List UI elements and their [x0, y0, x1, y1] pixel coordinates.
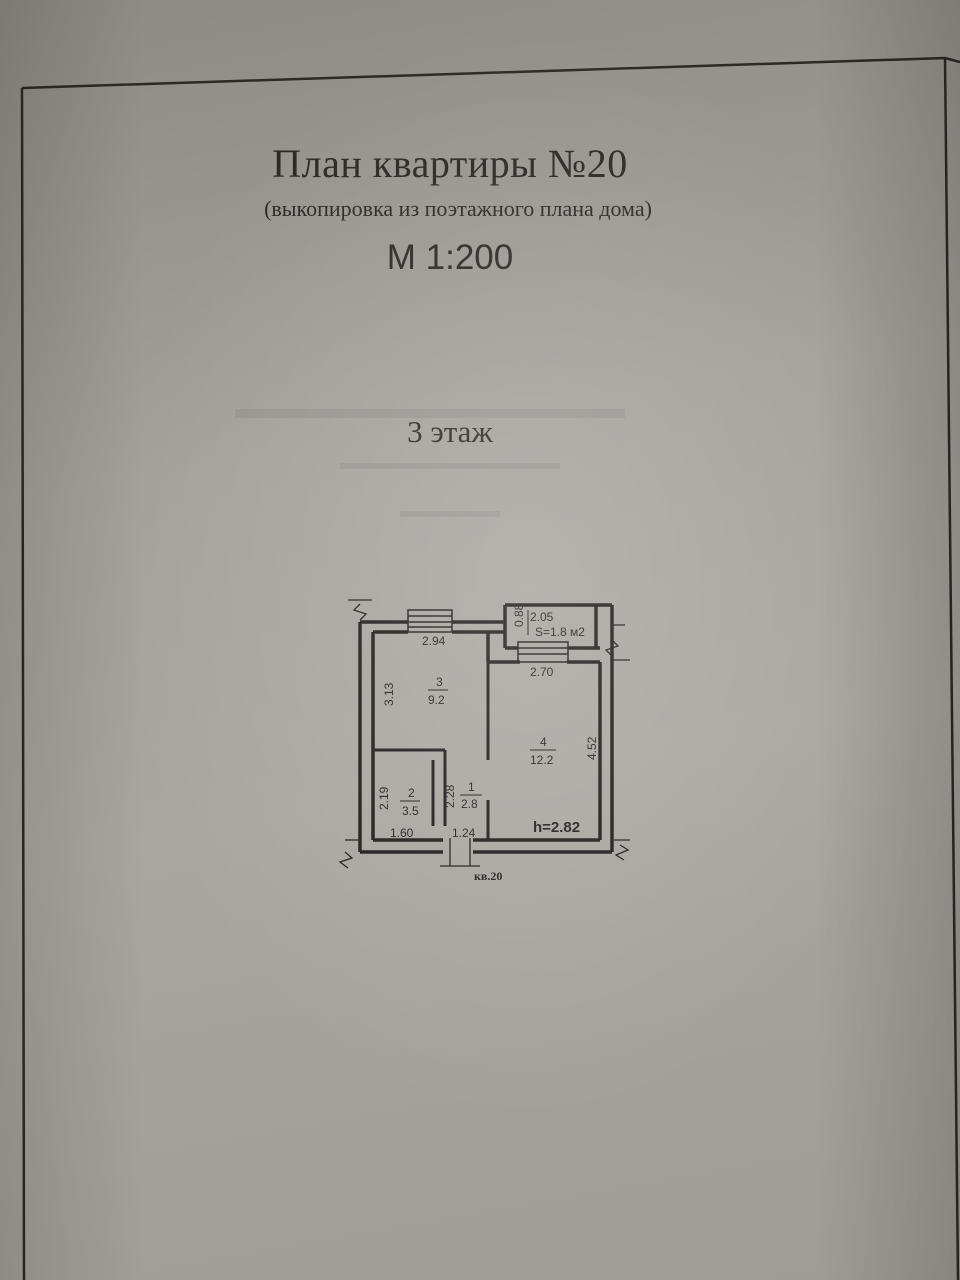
dim-room4-width: 2.70 [530, 665, 554, 679]
room-area: 3.5 [402, 804, 419, 818]
dim-room2-height: 2.19 [377, 786, 391, 810]
dim-corridor-height: 2.28 [443, 784, 457, 808]
room-4: 4 12.2 [530, 735, 556, 767]
scale-label: М 1:200 [386, 238, 514, 277]
ceiling-height: h=2.82 [533, 819, 580, 836]
page-title: План квартиры №20 [272, 141, 628, 186]
break-marks [338, 599, 630, 869]
dim-room3-width: 2.94 [422, 634, 446, 648]
dim-balcony-width: 2.05 [530, 610, 554, 624]
room-area: 9.2 [428, 693, 445, 707]
interior-walls [373, 662, 490, 840]
room-1: 1 2.8 [460, 780, 482, 811]
room-3: 3 9.2 [428, 675, 448, 707]
outer-walls [358, 603, 614, 854]
room-number: 1 [468, 780, 475, 794]
room-area: 2.8 [461, 797, 478, 811]
room-2: 2 3.5 [400, 786, 420, 818]
window-room4 [517, 641, 569, 663]
room-number: 3 [436, 675, 443, 689]
dim-bottom-mid: 1.24 [452, 826, 476, 840]
apartment-label: кв.20 [474, 869, 502, 883]
room-number: 4 [540, 735, 547, 749]
dim-room3-height: 3.13 [382, 682, 396, 706]
dim-balcony-depth: 0.88 [512, 603, 526, 627]
room-number: 2 [408, 786, 415, 800]
balcony-area: S=1.8 м2 [535, 625, 585, 639]
floor-label: 3 этаж [407, 414, 493, 449]
page-subtitle: (выкопировка из поэтажного плана дома) [264, 196, 652, 221]
dim-bottom-left: 1.60 [390, 826, 414, 840]
room-area: 12.2 [530, 753, 554, 767]
dim-room4-height: 4.52 [585, 736, 599, 760]
window-room3 [407, 609, 453, 633]
